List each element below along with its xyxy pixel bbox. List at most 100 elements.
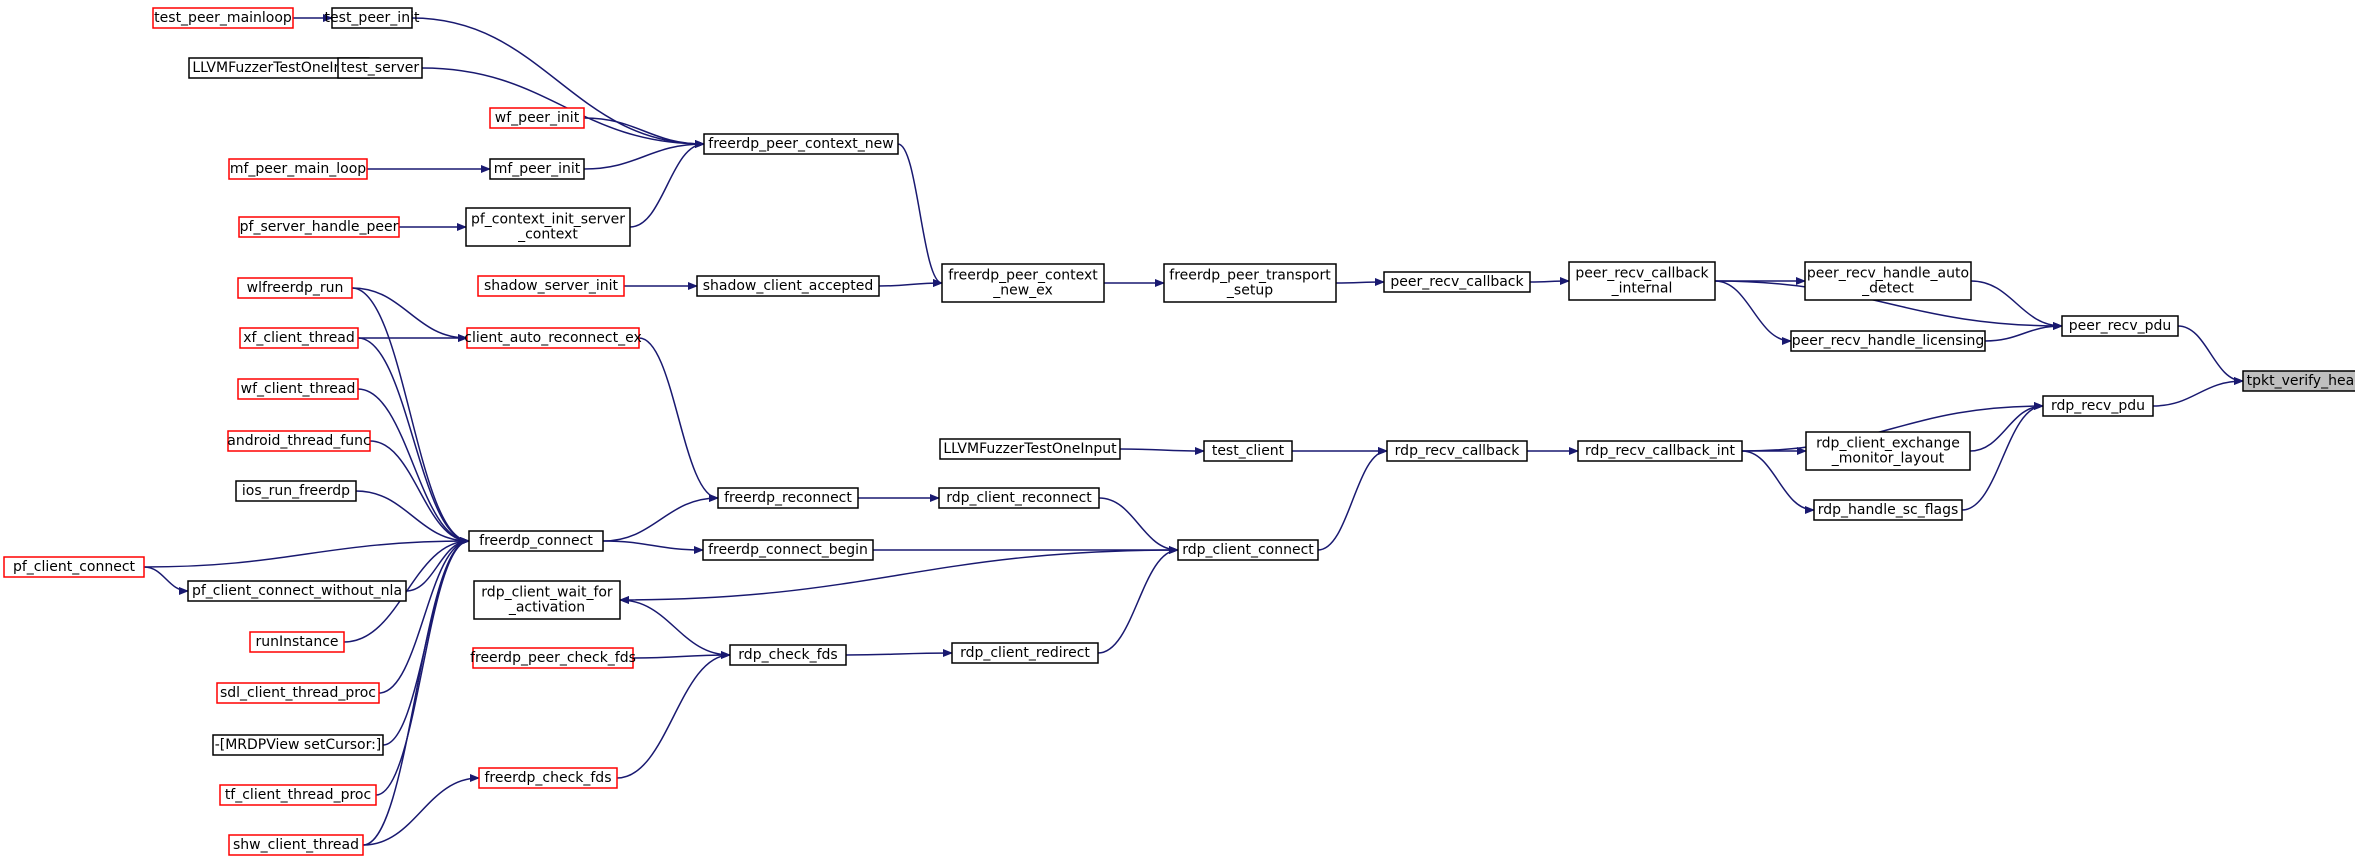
edge-wf_peer_init-to-freerdp_peer_context_new	[583, 117, 705, 148]
node-shadow_client_accepted[interactable]: shadow_client_accepted	[696, 275, 880, 297]
node-rdp_check_fds[interactable]: rdp_check_fds	[729, 644, 847, 666]
node-box-freerdp_peer_transport_setup	[1163, 263, 1337, 303]
node-pf_context_init_server_context[interactable]: pf_context_init_server_context	[465, 207, 631, 247]
edge-peer_recv_pdu-to-tpkt_verify_header	[2177, 325, 2244, 385]
node-test_server[interactable]: test_server	[337, 57, 423, 79]
node-runInstance[interactable]: runInstance	[249, 631, 345, 653]
node-label-freerdp_connect_begin-0: freerdp_connect_begin	[708, 542, 868, 558]
node-peer_recv_pdu[interactable]: peer_recv_pdu	[2061, 315, 2179, 337]
node-rdp_client_connect[interactable]: rdp_client_connect	[1177, 539, 1319, 561]
node-freerdp_peer_context_new[interactable]: freerdp_peer_context_new	[703, 133, 899, 155]
node-rdp_client_wait_for_activation[interactable]: rdp_client_wait_for_activation	[473, 580, 621, 620]
node-mrdpview_setcursor[interactable]: -[MRDPView setCursor:]	[212, 734, 384, 756]
node-box-wf_client_thread	[237, 378, 359, 400]
node-label-freerdp_peer_context_new_ex-1: _new_ex	[992, 283, 1053, 299]
node-box-shw_client_thread	[228, 834, 364, 856]
edge-rdp_check_fds-to-rdp_client_redirect	[845, 649, 953, 658]
node-box-client_auto_reconnect_ex	[466, 327, 640, 349]
node-label-rdp_client_reconnect-0: rdp_client_reconnect	[946, 490, 1092, 506]
edge-freerdp_connect-to-freerdp_reconnect	[602, 494, 719, 542]
node-rdp_recv_pdu[interactable]: rdp_recv_pdu	[2042, 395, 2154, 417]
node-peer_recv_callback[interactable]: peer_recv_callback	[1383, 271, 1531, 293]
node-box-ios_run_freerdp	[235, 480, 357, 502]
node-label-rdp_client_wait_for_activation-0: rdp_client_wait_for	[481, 585, 613, 601]
node-label-test_server-0: test_server	[341, 60, 419, 76]
edge-pf_context_init_server_context-to-freerdp_peer_context_new	[629, 140, 705, 228]
node-label-xf_client_thread-0: xf_client_thread	[243, 330, 355, 346]
node-freerdp_reconnect[interactable]: freerdp_reconnect	[717, 487, 859, 509]
node-label-rdp_check_fds-0: rdp_check_fds	[738, 647, 837, 663]
node-label-rdp_recv_callback-0: rdp_recv_callback	[1395, 443, 1521, 459]
node-label-freerdp_connect-0: freerdp_connect	[479, 533, 593, 549]
node-test_peer_mainloop[interactable]: test_peer_mainloop	[152, 7, 294, 29]
node-rdp_client_redirect[interactable]: rdp_client_redirect	[951, 642, 1099, 664]
edge-xf_client_thread-to-freerdp_connect	[357, 337, 470, 545]
node-shw_client_thread[interactable]: shw_client_thread	[228, 834, 364, 856]
node-peer_recv_handle_licensing[interactable]: peer_recv_handle_licensing	[1790, 330, 1986, 352]
node-client_auto_reconnect_ex[interactable]: client_auto_reconnect_ex	[464, 327, 642, 349]
edge-sdl_client_thread_proc-to-freerdp_connect	[378, 537, 470, 694]
node-label-wlfreerdp_run-0: wlfreerdp_run	[247, 280, 344, 296]
node-label-mf_peer_main_loop-0: mf_peer_main_loop	[230, 161, 366, 177]
node-box-peer_recv_handle_auto_detect	[1804, 261, 1972, 301]
edge-rdp_client_reconnect-to-rdp_client_connect	[1098, 497, 1179, 554]
node-mf_peer_init[interactable]: mf_peer_init	[489, 158, 585, 180]
node-freerdp_connect[interactable]: freerdp_connect	[468, 530, 604, 552]
node-peer_recv_handle_auto_detect[interactable]: peer_recv_handle_auto_detect	[1804, 261, 1972, 301]
node-box-rdp_handle_sc_flags	[1813, 499, 1963, 521]
node-wlfreerdp_run[interactable]: wlfreerdp_run	[237, 277, 353, 299]
node-sdl_client_thread_proc[interactable]: sdl_client_thread_proc	[216, 682, 380, 704]
node-llvm_fuzzer_2[interactable]: LLVMFuzzerTestOneInput	[939, 438, 1121, 460]
edge-peer_recv_callback_internal-to-peer_recv_handle_licensing	[1714, 280, 1792, 345]
edge-pf_client_connect_without_nla-to-freerdp_connect	[405, 537, 470, 592]
node-label-rdp_client_wait_for_activation-1: _activation	[508, 600, 585, 616]
node-freerdp_peer_transport_setup[interactable]: freerdp_peer_transport_setup	[1163, 263, 1337, 303]
node-rdp_handle_sc_flags[interactable]: rdp_handle_sc_flags	[1813, 499, 1963, 521]
node-label-rdp_client_exchange_monitor_layout-1: _monitor_layout	[1831, 451, 1945, 467]
node-label-llvm_fuzzer_1-0: LLVMFuzzerTestOneInput	[192, 60, 366, 76]
node-xf_client_thread[interactable]: xf_client_thread	[239, 327, 359, 349]
node-box-rdp_recv_callback	[1386, 440, 1528, 462]
node-box-test_server	[337, 57, 423, 79]
edge-android_thread_func-to-freerdp_connect	[369, 440, 470, 545]
node-box-pf_context_init_server_context	[465, 207, 631, 247]
node-rdp_client_reconnect[interactable]: rdp_client_reconnect	[938, 487, 1100, 509]
node-shadow_server_init[interactable]: shadow_server_init	[477, 275, 625, 297]
node-android_thread_func[interactable]: android_thread_func	[227, 430, 371, 452]
node-rdp_recv_callback_int[interactable]: rdp_recv_callback_int	[1577, 440, 1743, 462]
node-label-test_client-0: test_client	[1212, 443, 1285, 459]
node-label-android_thread_func-0: android_thread_func	[227, 433, 370, 449]
edge-peer_recv_callback-to-peer_recv_callback_internal	[1529, 277, 1570, 286]
node-label-mrdpview_setcursor-0: -[MRDPView setCursor:]	[215, 737, 382, 753]
node-pf_client_connect[interactable]: pf_client_connect	[3, 556, 145, 578]
edge-shw_client_thread-to-freerdp_connect	[362, 537, 470, 846]
node-freerdp_connect_begin[interactable]: freerdp_connect_begin	[702, 539, 874, 561]
node-test_client[interactable]: test_client	[1203, 440, 1293, 462]
node-label-sdl_client_thread_proc-0: sdl_client_thread_proc	[220, 685, 376, 701]
node-rdp_client_exchange_monitor_layout[interactable]: rdp_client_exchange_monitor_layout	[1805, 431, 1971, 471]
edge-freerdp_check_fds-to-rdp_check_fds	[616, 651, 731, 779]
node-freerdp_peer_context_new_ex[interactable]: freerdp_peer_context_new_ex	[941, 263, 1105, 303]
node-wf_peer_init[interactable]: wf_peer_init	[489, 107, 585, 129]
node-box-wlfreerdp_run	[237, 277, 353, 299]
node-label-peer_recv_callback-0: peer_recv_callback	[1390, 274, 1524, 290]
node-pf_server_handle_peer[interactable]: pf_server_handle_peer	[238, 216, 400, 238]
node-label-freerdp_peer_context_new_ex-0: freerdp_peer_context	[948, 268, 1098, 284]
node-box-rdp_client_redirect	[951, 642, 1099, 664]
node-freerdp_check_fds[interactable]: freerdp_check_fds	[478, 767, 618, 789]
node-ios_run_freerdp[interactable]: ios_run_freerdp	[235, 480, 357, 502]
node-rdp_recv_callback[interactable]: rdp_recv_callback	[1386, 440, 1528, 462]
node-label-tf_client_thread_proc-0: tf_client_thread_proc	[225, 787, 371, 803]
node-freerdp_peer_check_fds[interactable]: freerdp_peer_check_fds	[470, 647, 636, 669]
node-llvm_fuzzer_1[interactable]: LLVMFuzzerTestOneInput	[188, 57, 370, 79]
edge-test_peer_init-to-freerdp_peer_context_new	[411, 17, 705, 148]
node-box-peer_recv_callback	[1383, 271, 1531, 293]
node-wf_client_thread[interactable]: wf_client_thread	[237, 378, 359, 400]
node-peer_recv_callback_internal[interactable]: peer_recv_callback_internal	[1568, 261, 1716, 301]
node-tf_client_thread_proc[interactable]: tf_client_thread_proc	[219, 784, 377, 806]
node-label-rdp_recv_pdu-0: rdp_recv_pdu	[2051, 398, 2145, 414]
node-mf_peer_main_loop[interactable]: mf_peer_main_loop	[228, 158, 368, 180]
node-pf_client_connect_without_nla[interactable]: pf_client_connect_without_nla	[187, 580, 407, 602]
node-test_peer_init[interactable]: test_peer_init	[325, 7, 420, 29]
